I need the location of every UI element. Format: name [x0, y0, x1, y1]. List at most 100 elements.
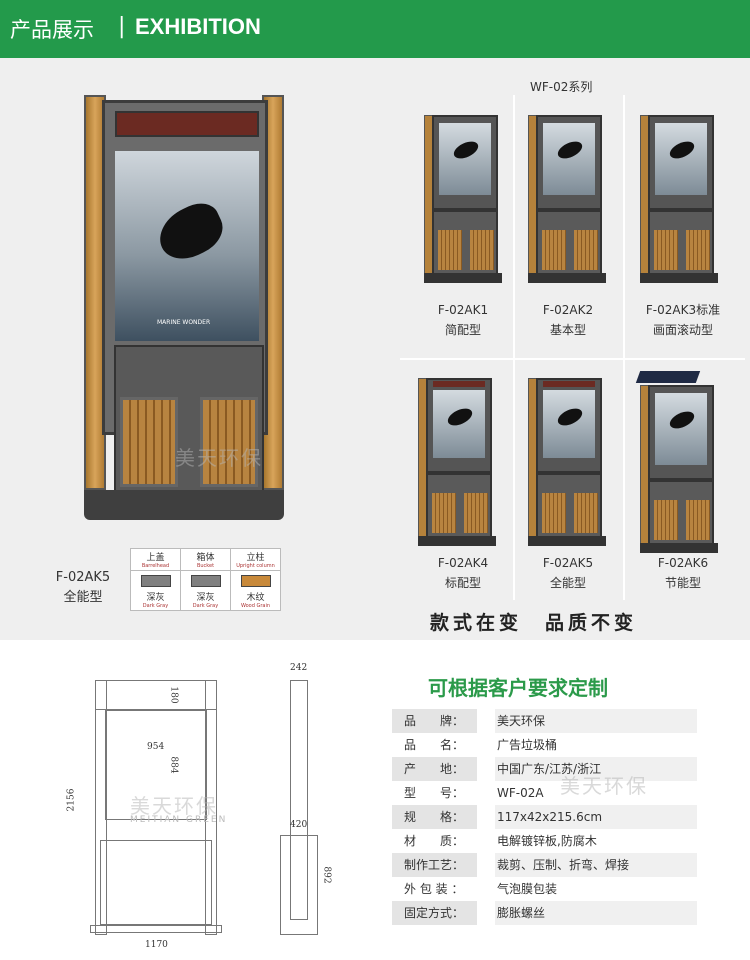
decoration — [655, 393, 707, 465]
decoration — [686, 500, 710, 540]
thumb-f02ak5 — [528, 378, 606, 548]
featured-label: F-02AK5 全能型 — [48, 568, 118, 608]
decoration: 气泡膜包装 — [497, 882, 558, 896]
featured-model: F-02AK5 — [55, 570, 111, 585]
decoration — [543, 381, 595, 387]
decoration: 117x42x215.6cm — [497, 810, 603, 824]
decoration: 规 格： — [392, 807, 477, 827]
spec-row: 规 格： 117x42x215.6cm — [392, 805, 697, 829]
decoration: F-02AK1 — [437, 303, 489, 317]
drawing-bin — [100, 840, 212, 925]
decoration: 954 — [147, 742, 165, 752]
decoration: 型 号： — [404, 786, 465, 800]
decoration: 制作工艺： — [392, 855, 477, 875]
decoration — [543, 123, 595, 195]
divider — [513, 360, 515, 600]
header-separator: | — [118, 14, 126, 39]
decoration: 裁剪、压制、折弯、焊接 — [497, 858, 630, 872]
featured-bin-image: MARINE WONDER — [84, 95, 284, 525]
divider — [513, 95, 515, 360]
decoration: 180 — [168, 686, 179, 704]
decoration — [555, 405, 585, 429]
decoration: Upright column — [236, 563, 275, 569]
orca-image — [151, 196, 230, 267]
decoration — [418, 536, 496, 546]
decoration — [542, 230, 566, 270]
decoration — [445, 405, 475, 429]
left-door — [120, 397, 178, 487]
decoration — [667, 138, 697, 162]
decoration — [90, 925, 222, 933]
decoration: MEITIAN GREEN — [130, 815, 228, 825]
decoration: 892 — [321, 866, 332, 884]
decoration: 基本型 — [549, 323, 586, 337]
slogan: 款式在变 品质不变 — [430, 612, 638, 634]
decoration — [574, 493, 598, 533]
header-bar: 产品展示 | EXHIBITION — [0, 0, 750, 58]
decoration — [635, 371, 701, 383]
decoration: 420 — [290, 820, 308, 830]
spec-row: 型 号：WF-02A — [392, 781, 697, 805]
decoration — [648, 385, 714, 480]
decoration: 中国广东/江苏/浙江 — [497, 762, 602, 776]
spec-row: 产 地：中国广东/江苏/浙江 — [392, 757, 697, 781]
decoration: 深灰 — [146, 593, 165, 603]
decoration: Dark Gray — [142, 603, 169, 609]
decoration — [528, 536, 606, 546]
divider — [623, 95, 625, 360]
color-swatch — [140, 575, 171, 587]
spec-row: 品 名： 广告垃圾桶 — [392, 733, 697, 757]
spec-title: 可根据客户要求定制 — [428, 676, 608, 700]
decoration — [95, 680, 217, 710]
decoration — [655, 123, 707, 195]
decoration: 材 质： — [404, 834, 465, 848]
decoration — [451, 138, 481, 162]
featured-type: 全能型 — [63, 590, 103, 605]
decoration — [464, 493, 488, 533]
decoration: F-02AK5 — [542, 556, 594, 570]
decoration: 1170 — [145, 940, 168, 950]
decoration — [667, 408, 697, 432]
decoration — [426, 473, 492, 538]
decoration: 884 — [168, 756, 179, 774]
spec-row: 品 牌：美天环保 — [392, 709, 697, 733]
decoration — [555, 138, 585, 162]
spec-row: 外 包 装 ：气泡膜包装 — [392, 877, 697, 901]
decoration — [648, 480, 714, 545]
drawing-side-view — [290, 680, 308, 920]
decoration: 立柱 — [246, 553, 265, 563]
spec-row: 固定方式：膨胀螺丝 — [392, 901, 697, 925]
decoration: 品 名： — [404, 738, 465, 752]
decoration: 2156 — [66, 788, 77, 812]
thumb-f02ak6 — [635, 371, 718, 555]
decoration — [574, 230, 598, 270]
header-title-cn: 产品展示 — [10, 18, 94, 42]
watermark: 美天环保 — [560, 774, 648, 798]
decoration — [536, 378, 602, 473]
decoration — [438, 230, 462, 270]
decoration: 标配型 — [444, 576, 481, 590]
decoration — [426, 378, 492, 473]
decoration — [432, 210, 498, 275]
bin-base — [84, 490, 284, 520]
decoration: 广告垃圾桶 — [497, 738, 558, 752]
decoration: F-02AK3标准 — [645, 303, 721, 317]
decoration: F-02AK6 — [657, 556, 709, 570]
decoration — [686, 230, 710, 270]
decoration: Bucket — [196, 563, 215, 569]
decoration — [536, 210, 602, 275]
decoration: 箱体 — [196, 553, 215, 563]
model-label: F-02AK3标准画面滚动型 — [628, 300, 738, 340]
decoration — [280, 835, 318, 935]
decoration — [654, 500, 678, 540]
poster-brand: MARINE WONDER — [157, 319, 211, 326]
decoration: F-02AK4 — [437, 556, 489, 570]
decoration — [536, 473, 602, 538]
poster: MARINE WONDER — [115, 151, 259, 341]
